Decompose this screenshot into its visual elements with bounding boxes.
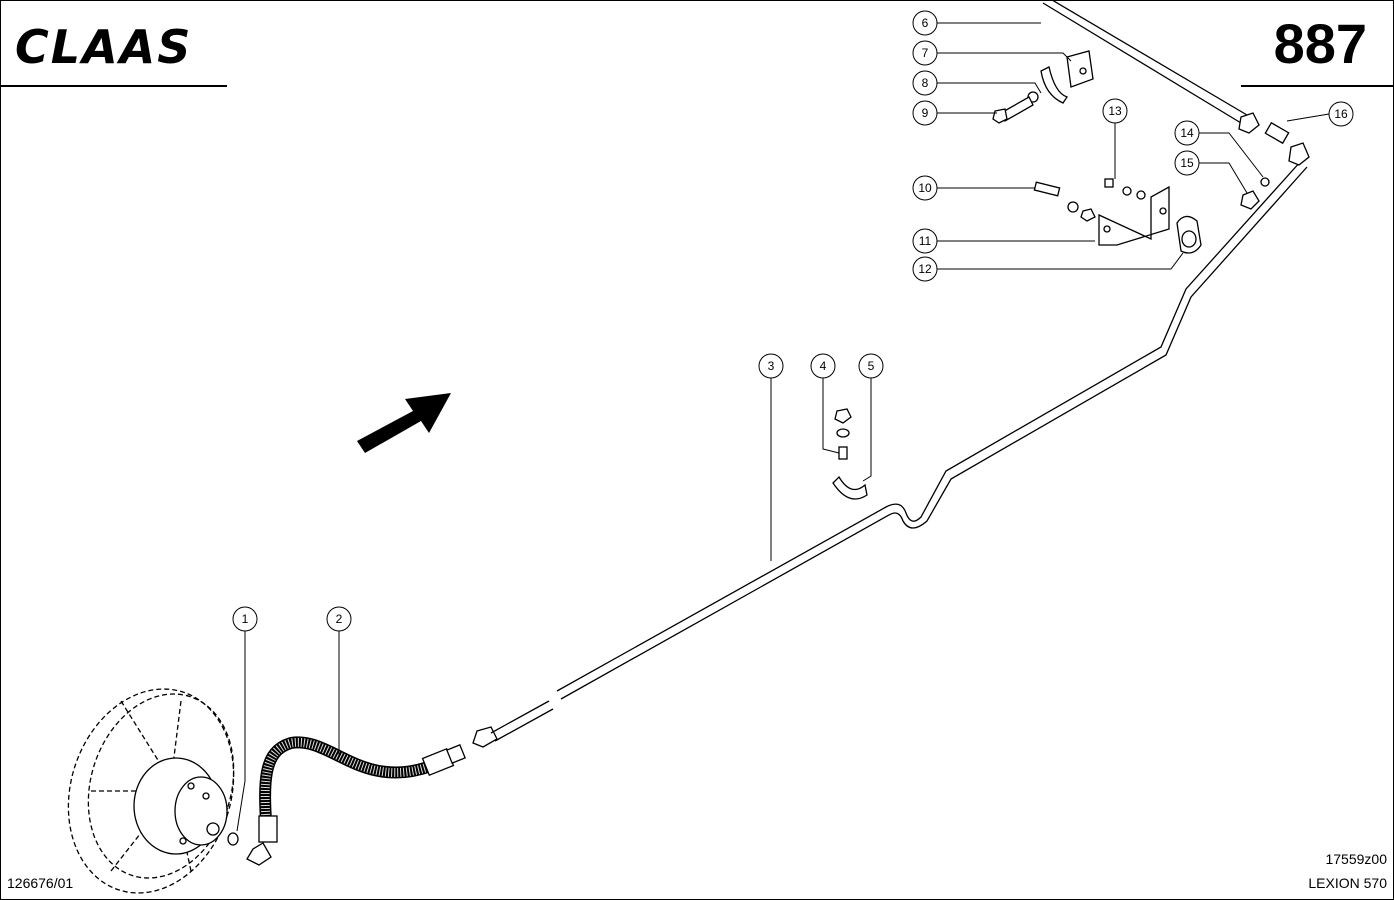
model-name: LEXION 570 [1308, 875, 1387, 891]
svg-text:7: 7 [922, 46, 929, 60]
figure-code: 17559z00 [1325, 851, 1387, 867]
svg-text:10: 10 [918, 181, 932, 195]
callout-13: 13 [1102, 98, 1128, 124]
callout-2: 2 [326, 606, 352, 632]
svg-text:8: 8 [922, 76, 929, 90]
direction-arrow-icon [357, 393, 451, 453]
svg-text:11: 11 [919, 234, 932, 248]
callout-9: 9 [912, 100, 938, 126]
callout-1: 1 [232, 606, 258, 632]
svg-text:2: 2 [336, 612, 343, 626]
pipe-fittings [1238, 112, 1310, 210]
svg-text:1: 1 [242, 612, 249, 626]
svg-text:3: 3 [768, 359, 775, 373]
drawing-number: 126676/01 [7, 875, 74, 891]
brand-logo: CLAAS [15, 20, 192, 74]
svg-text:13: 13 [1108, 104, 1122, 118]
callout-16: 16 [1328, 101, 1354, 127]
callout-6: 6 [912, 10, 938, 36]
svg-text:16: 16 [1334, 107, 1348, 121]
callout-12: 12 [912, 256, 938, 282]
svg-text:12: 12 [918, 262, 932, 276]
svg-text:5: 5 [868, 359, 875, 373]
callout-11: 11 [912, 228, 938, 254]
callout-15: 15 [1174, 150, 1200, 176]
callout-4: 4 [810, 353, 836, 379]
svg-text:9: 9 [922, 106, 929, 120]
hydraulic-hose [246, 736, 466, 866]
svg-text:6: 6 [922, 16, 929, 30]
clip-assembly [832, 408, 868, 500]
page-number: 887 [1273, 12, 1367, 75]
callout-10: 10 [912, 175, 938, 201]
svg-text:14: 14 [1180, 126, 1194, 140]
leader-lines [236, 22, 1330, 832]
o-ring-part [227, 832, 239, 846]
callout-7: 7 [912, 40, 938, 66]
callout-5: 5 [858, 353, 884, 379]
svg-text:15: 15 [1180, 156, 1194, 170]
callout-14: 14 [1174, 120, 1200, 146]
callout-3: 3 [758, 353, 784, 379]
hydraulic-motor [133, 757, 228, 855]
svg-text:4: 4 [820, 359, 827, 373]
top-clamp-assembly [992, 50, 1094, 124]
callout-8: 8 [912, 70, 938, 96]
hydraulic-pipe [472, 1, 1308, 748]
bracket-assembly [1033, 178, 1202, 254]
